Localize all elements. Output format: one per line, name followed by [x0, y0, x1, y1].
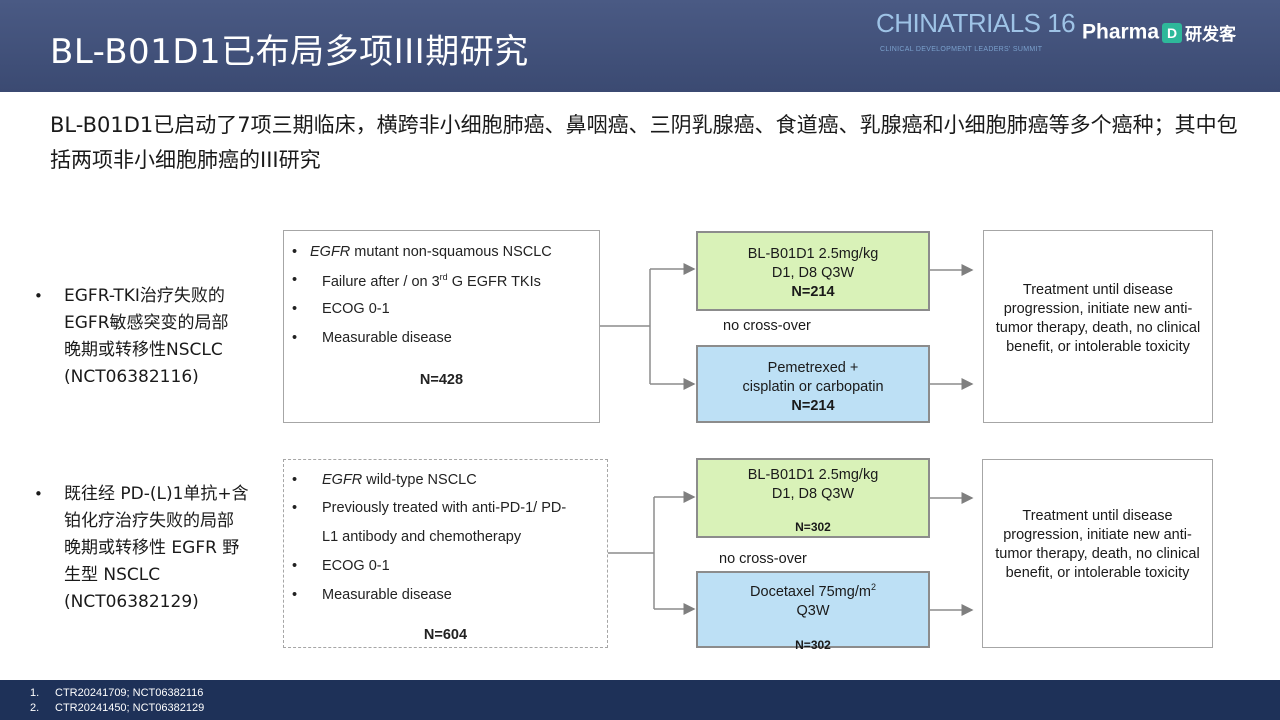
pharma-logo-text: Pharma: [1082, 20, 1160, 44]
criteria-text: Failure after / on 3: [322, 273, 440, 290]
bullet-icon: •: [34, 287, 43, 305]
criteria-text: Previously treated with anti-PD-1/ PD-: [322, 500, 567, 516]
criteria-text: mutant non-squamous NSCLC: [350, 244, 552, 260]
footnote-number: 1.: [30, 687, 40, 699]
criteria-text: wild-type NSCLC: [362, 472, 477, 488]
arm-dose: BL-B01D1 2.5mg/kg: [747, 467, 879, 483]
trial2-line: 既往经 PD-(L)1单抗+含: [64, 484, 249, 504]
outcome-text: Treatment until disease progression, ini…: [995, 508, 1200, 581]
footnote-text: CTR20241450; NCT06382129: [55, 702, 205, 714]
trial1-line: EGFR敏感突变的局部: [64, 313, 229, 333]
pharma-logo-cn-text: 研发客: [1185, 25, 1237, 44]
criteria-text: G EGFR TKIs: [447, 273, 541, 290]
trial1-no-crossover: no cross-over: [723, 318, 811, 334]
trial2-outcome-box: Treatment until disease progression, ini…: [982, 459, 1213, 648]
trial1-total-n: N=428: [419, 372, 464, 388]
outcome-text: Treatment until disease progression, ini…: [995, 282, 1201, 355]
arm-n: N=214: [791, 284, 835, 300]
pharma-logo-mark-icon: D: [1162, 22, 1183, 43]
footnote: 1. CTR20241709; NCT06382116: [30, 687, 203, 699]
criteria-em: EGFR: [310, 244, 351, 260]
criteria-text: Measurable disease: [322, 587, 452, 603]
trial2-description: • 既往经 PD-(L)1单抗+含 铂化疗治疗失败的局部 晚期或转移性 EGFR…: [34, 481, 284, 616]
trial2-arm-control: Docetaxel 75mg/m2 Q3W N=302: [696, 571, 930, 652]
trial2-no-crossover: no cross-over: [719, 551, 807, 567]
arm-schedule: Q3W: [796, 602, 830, 619]
trial2-line: 生型 NSCLC: [64, 565, 161, 585]
criteria-em: EGFR: [322, 472, 363, 488]
trial1-line: (NCT06382116): [64, 367, 199, 387]
trial1-line: EGFR-TKI治疗失败的: [64, 286, 225, 306]
trial1-outcome-box: Treatment until disease progression, ini…: [983, 230, 1213, 423]
trial2-total-n: N=604: [423, 627, 468, 643]
intro-paragraph: BL-B01D1已启动了7项三期临床，横跨非小细胞肺癌、鼻咽癌、三阴乳腺癌、食道…: [50, 113, 1238, 172]
trial1-criteria-box: • EGFR mutant non-squamous NSCLC • Failu…: [283, 230, 600, 423]
trial1-arm-control: Pemetrexed + cisplatin or carbopatin N=2…: [696, 345, 930, 423]
arm-drug: cisplatin or carbopatin: [742, 379, 884, 395]
chinatrials-logo-subtitle: CLINICAL DEVELOPMENT LEADERS' SUMMIT: [880, 46, 1043, 53]
page-title: BL-B01D1已布局多项III期研究: [50, 32, 529, 72]
footnote-text: CTR20241709; NCT06382116: [55, 687, 204, 699]
arm-n: N=302: [795, 520, 831, 534]
arm-dose: BL-B01D1 2.5mg/kg: [747, 246, 879, 262]
trial2-line: 铂化疗治疗失败的局部: [64, 511, 234, 531]
chinatrials-logo-text: CHINATRIALS 16: [876, 8, 1076, 38]
footnote-number: 2.: [30, 702, 40, 714]
arm-drug: Docetaxel 75mg/m: [750, 583, 871, 600]
trial2-line: (NCT06382129): [64, 592, 199, 612]
footnote: 2. CTR20241450; NCT06382129: [30, 702, 204, 714]
criteria-text: ECOG 0-1: [322, 558, 390, 574]
trial1-arm-bl-b01d1: BL-B01D1 2.5mg/kg D1, D8 Q3W N=214: [696, 231, 930, 311]
arm-schedule: D1, D8 Q3W: [771, 265, 855, 281]
trial2-line: 晚期或转移性 EGFR 野: [64, 538, 240, 558]
arm-drug: Pemetrexed +: [767, 360, 859, 376]
trial1-description: • EGFR-TKI治疗失败的 EGFR敏感突变的局部 晚期或转移性NSCLC …: [34, 283, 284, 393]
criteria-sup: rd: [439, 272, 448, 282]
trial1-line: 晚期或转移性NSCLC: [64, 340, 223, 360]
trial2-arm-bl-b01d1: BL-B01D1 2.5mg/kg D1, D8 Q3W N=302: [696, 458, 930, 538]
trial2-criteria-box: • EGFR wild-type NSCLC • Previously trea…: [283, 459, 608, 648]
arm-drug-sup: 2: [870, 582, 876, 592]
criteria-text: ECOG 0-1: [322, 301, 390, 317]
chinatrials-logo: CHINATRIALS 16 CLINICAL DEVELOPMENT LEAD…: [876, 8, 1076, 58]
footer-bar: 1. CTR20241709; NCT06382116 2. CTR20241450…: [0, 680, 1280, 720]
header-bar: BL-B01D1已布局多项III期研究 CHINATRIALS 16 CLINI…: [0, 0, 1280, 92]
criteria-text: Measurable disease: [322, 330, 452, 346]
arm-schedule: D1, D8 Q3W: [771, 486, 855, 502]
bullet-icon: •: [34, 485, 43, 503]
arm-n: N=302: [795, 637, 831, 652]
arm-n: N=214: [791, 398, 835, 414]
criteria-text: L1 antibody and chemotherapy: [322, 529, 522, 545]
